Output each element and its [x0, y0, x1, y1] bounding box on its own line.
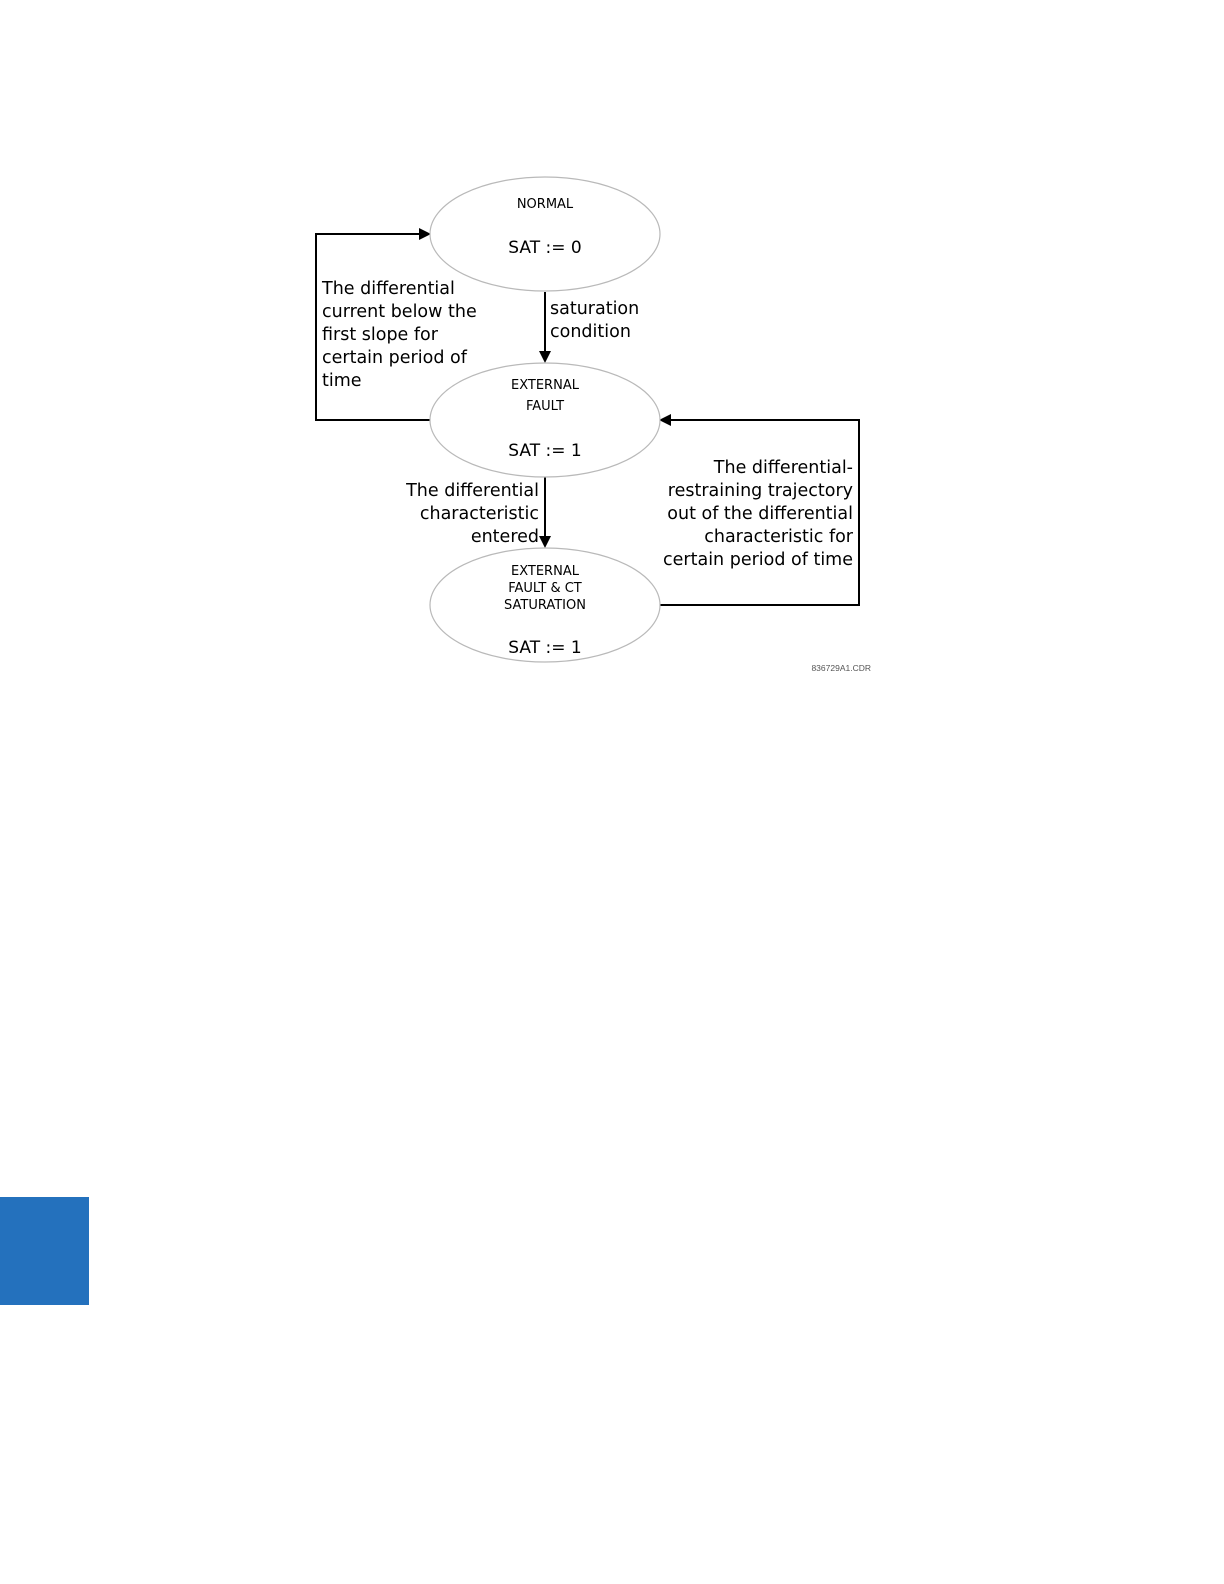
state-external-fault-title-line-2: FAULT: [526, 399, 564, 414]
arrowhead-differential-current-below: [419, 228, 431, 240]
figure-id: 836729A1.CDR: [811, 663, 871, 673]
arrowhead-saturation-condition: [539, 351, 551, 363]
label-trajectory-out-line-2: restraining trajectory: [668, 481, 853, 501]
edge-differential-current-below: [315, 233, 430, 421]
label-differential-current-below-line-4: certain period of: [322, 348, 468, 368]
label-differential-characteristic-entered-line-2: characteristic: [420, 504, 539, 524]
state-external-fault-ct-saturation-title-line-3: SATURATION: [504, 598, 586, 613]
state-external-fault-ellipse: [429, 362, 661, 478]
label-trajectory-out-line-3: out of the differential: [667, 504, 853, 524]
label-differential-current-below: The differential current below the first…: [321, 279, 477, 391]
label-trajectory-out: The differential- restraining trajectory…: [663, 458, 854, 570]
state-normal-title: NORMAL: [517, 197, 574, 212]
state-external-fault-ct-saturation-ellipse: [429, 547, 661, 663]
edge-trajectory-out: [660, 419, 860, 606]
label-saturation-condition-line-2: condition: [550, 322, 631, 342]
state-external-fault-ct-saturation: EXTERNAL FAULT & CT SATURATION SAT := 1: [429, 547, 661, 663]
state-normal-ellipse: [429, 176, 661, 292]
state-external-fault-sat: SAT := 1: [508, 441, 581, 461]
label-trajectory-out-line-4: characteristic for: [704, 527, 854, 547]
arrowhead-trajectory-out: [659, 414, 671, 426]
label-differential-current-below-line-5: time: [322, 371, 362, 391]
state-external-fault-ct-saturation-title-line-2: FAULT & CT: [508, 581, 582, 596]
arrowhead-differential-characteristic-entered: [539, 536, 551, 548]
state-external-fault-title-line-1: EXTERNAL: [511, 378, 580, 393]
label-saturation-condition: saturation condition: [550, 299, 639, 342]
state-normal-sat: SAT := 0: [508, 238, 581, 258]
label-differential-characteristic-entered-line-1: The differential: [405, 481, 539, 501]
label-differential-characteristic-entered-line-3: entered: [471, 527, 539, 547]
connectors: [315, 228, 860, 606]
chapter-side-tab: [0, 1197, 89, 1305]
state-normal: NORMAL SAT := 0: [429, 176, 661, 292]
label-differential-current-below-line-3: first slope for: [322, 325, 439, 345]
label-trajectory-out-line-1: The differential-: [713, 458, 853, 478]
label-differential-current-below-line-2: current below the: [322, 302, 477, 322]
state-external-fault-ct-saturation-title-line-1: EXTERNAL: [511, 564, 580, 579]
label-trajectory-out-line-5: certain period of time: [663, 550, 853, 570]
label-saturation-condition-line-1: saturation: [550, 299, 639, 319]
label-differential-characteristic-entered: The differential characteristic entered: [405, 481, 539, 547]
state-external-fault-ct-saturation-sat: SAT := 1: [508, 638, 581, 658]
label-differential-current-below-line-1: The differential: [321, 279, 455, 299]
state-external-fault: EXTERNAL FAULT SAT := 1: [429, 362, 661, 478]
